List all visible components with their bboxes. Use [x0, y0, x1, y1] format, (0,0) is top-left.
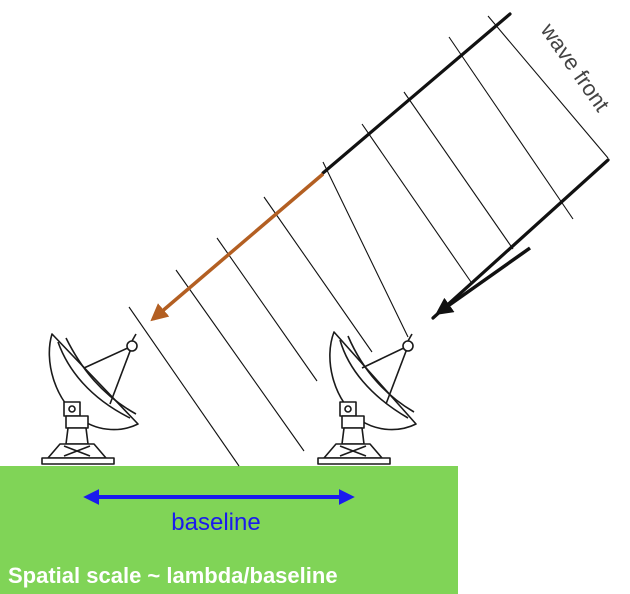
wave-lines	[128, 15, 609, 467]
baseline-label: baseline	[171, 509, 260, 536]
wave-line	[263, 196, 373, 353]
spatial-scale-caption: Spatial scale ~ lambda/baseline	[8, 563, 338, 588]
radio-dish-icon	[41, 333, 139, 465]
delay-ray-arrow	[150, 172, 325, 322]
wave-line	[487, 15, 609, 159]
wave-line	[216, 237, 318, 382]
radio-dish-icon	[317, 331, 417, 465]
wave-line	[448, 36, 574, 220]
wave-line	[403, 91, 514, 250]
wave-front-upper	[321, 12, 512, 175]
ground-plane	[0, 466, 458, 594]
wave-line	[322, 161, 409, 338]
wave-line	[175, 269, 305, 452]
wave-line	[128, 306, 240, 467]
wave-front-lower	[431, 158, 610, 320]
wave-front-label: wave front	[535, 18, 614, 116]
incoming-ray-arrow	[435, 246, 532, 316]
wave-line	[361, 123, 472, 283]
